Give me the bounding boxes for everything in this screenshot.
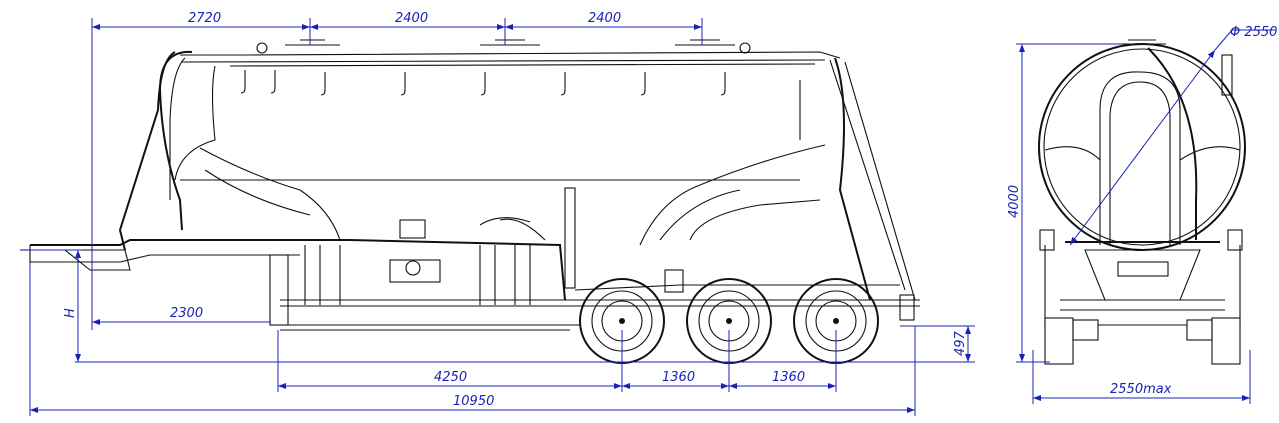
dim-2550max: 2550max [1110, 382, 1172, 397]
dim-1360-b: 1360 [772, 370, 805, 385]
dim-2300: 2300 [170, 306, 203, 321]
dim-2720: 2720 [188, 11, 221, 26]
dim-2400-a: 2400 [395, 11, 428, 26]
dim-1360-a: 1360 [662, 370, 695, 385]
side-view [20, 39, 920, 364]
rear-dimensions: 4000 2550max Φ 2550 [1007, 25, 1277, 404]
side-dimensions: 2720 2400 2400 2300 H 497 4250 1360 1360… [20, 11, 975, 416]
dim-diameter: Φ 2550 [1230, 25, 1277, 40]
dim-497: 497 [953, 330, 968, 356]
dim-10950: 10950 [453, 394, 494, 409]
dim-4250: 4250 [434, 370, 467, 385]
dim-4000: 4000 [1007, 185, 1022, 218]
rear-view [1038, 39, 1246, 365]
dim-2400-b: 2400 [588, 11, 621, 26]
dim-h: H [63, 308, 78, 318]
